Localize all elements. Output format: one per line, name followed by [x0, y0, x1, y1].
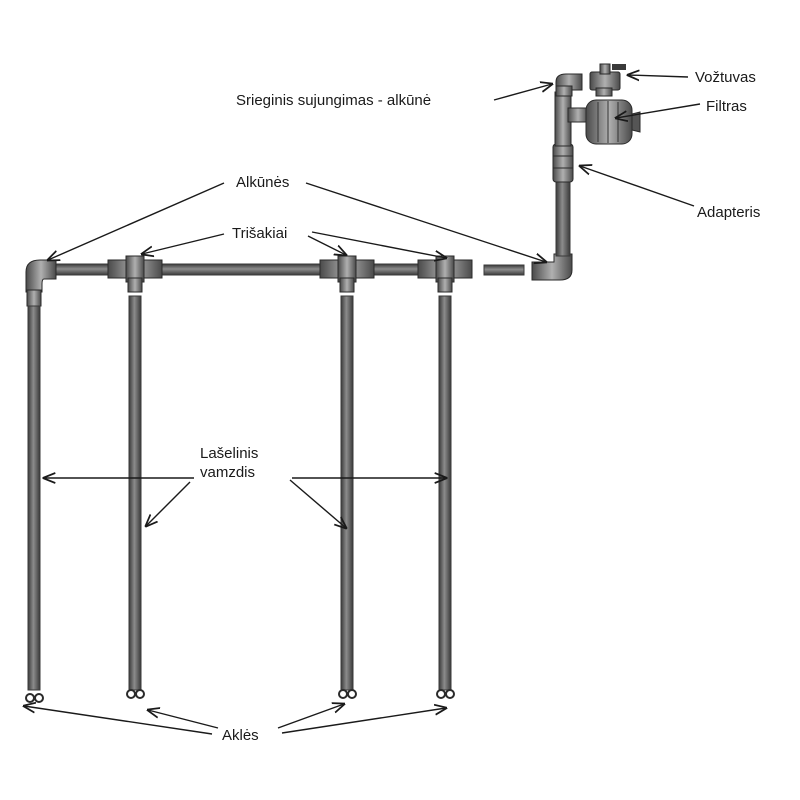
label-caps: Aklės: [222, 727, 259, 744]
tee-fitting-3: [417, 255, 473, 293]
adapter: [552, 143, 574, 183]
valve: [589, 63, 626, 97]
drip-line-4: [438, 295, 452, 691]
drip-line-1: [26, 289, 42, 691]
end-cap-2: [126, 689, 145, 699]
right-elbow: [531, 253, 573, 281]
end-cap-4: [436, 689, 455, 699]
tee-fitting-1: [107, 255, 163, 293]
leader-arrows: [24, 75, 701, 735]
label-filter: Filtras: [706, 98, 747, 115]
riser-pipe: [555, 179, 571, 257]
drip-line-3: [340, 295, 354, 691]
filter: [554, 91, 641, 147]
drip-line-2: [128, 295, 142, 691]
label-adapter: Adapteris: [697, 204, 760, 221]
label-tees: Trišakiai: [232, 225, 287, 242]
label-elbows: Alkūnės: [236, 174, 289, 191]
label-threaded-elbow: Srieginis sujungimas - alkūnė: [236, 92, 431, 109]
end-cap-1: [25, 693, 44, 703]
end-cap-3: [338, 689, 357, 699]
threaded-elbow: [555, 73, 583, 97]
tee-fitting-2: [319, 255, 375, 293]
label-drip-line-1: Lašelinis: [200, 445, 258, 462]
label-drip-line-2: vamzdis: [200, 464, 255, 481]
label-valve: Vožtuvas: [695, 69, 756, 86]
